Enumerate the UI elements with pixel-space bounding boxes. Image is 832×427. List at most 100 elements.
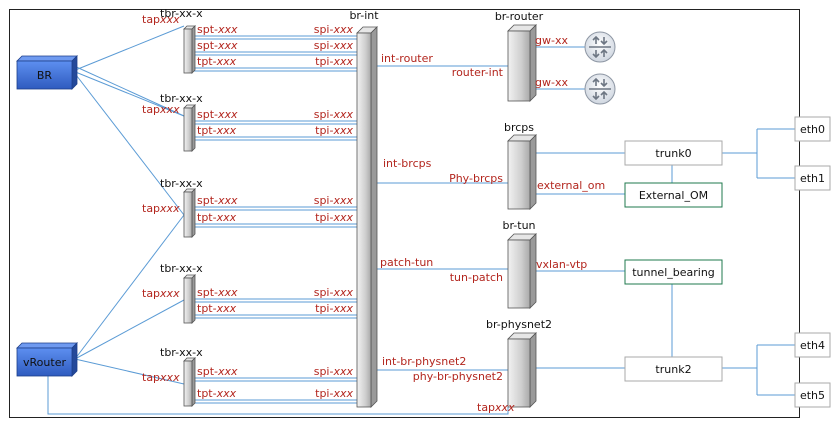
- br-node-side: [71, 55, 78, 90]
- router-icon-2-arrowhead-3: [600, 90, 608, 96]
- eth0-box-label: eth0: [800, 123, 825, 136]
- tbr0-left-port-2-prefix: tpt-: [197, 55, 217, 68]
- tbr2-right-port-1-prefix: tpi-: [315, 211, 333, 224]
- br-physnet2-bridge-front: [507, 338, 531, 408]
- tbr1-right-port-0-prefix: spi-: [314, 108, 334, 121]
- tbr-title-4: tbr-xx-x: [160, 346, 203, 359]
- tbr-tap-0-prefix: tap: [142, 13, 160, 26]
- tbr1-left-port-1-prefix: tpt-: [197, 124, 217, 137]
- tbr1-left-port-0: spt-xxx: [197, 108, 238, 121]
- tbr0-left-port-1-suffix: xxx: [217, 39, 238, 52]
- tbr1-right-port-1-prefix: tpi-: [315, 124, 333, 137]
- external-om-box[interactable]: [624, 182, 723, 208]
- tbr3-left-port-1: tpt-xxx: [197, 302, 237, 315]
- tbr0-right-port-2-suffix: xxx: [332, 55, 353, 68]
- br-node-front: [16, 60, 73, 90]
- label-int-br-physnet2: int-br-physnet2: [382, 355, 466, 368]
- br-to-tbr-0: [72, 25, 185, 72]
- router-icon-1: [584, 31, 616, 63]
- tbr3-right-port-0-prefix: spi-: [314, 286, 334, 299]
- tbr2-left-port-1-prefix: tpt-: [197, 211, 217, 224]
- tbr2-right-port-0-suffix: xxx: [332, 194, 353, 207]
- tbr-bridge-2: [183, 188, 196, 238]
- diagram-frame: [9, 9, 800, 418]
- br-physnet2-bridge-side: [529, 332, 537, 408]
- tbr-tap-4-prefix: tap: [142, 371, 160, 384]
- label-phy-br-physnet2: phy-br-physnet2: [413, 370, 503, 383]
- tbr1-left-port-0-suffix: xxx: [217, 108, 238, 121]
- tbr0-left-port-2: tpt-xxx: [197, 55, 237, 68]
- tbr2-left-port-1: tpt-xxx: [197, 211, 237, 224]
- tbr-tap-1: tapxxx: [142, 103, 180, 116]
- tbr-tap-1-suffix: xxx: [159, 103, 180, 116]
- eth5-box[interactable]: [794, 382, 831, 408]
- eth5-box-label: eth5: [800, 389, 825, 402]
- tbr3-right-port-1-suffix: xxx: [332, 302, 353, 315]
- tbr2-right-port-0-prefix: spi-: [314, 194, 334, 207]
- vrouter-to-tbr-3: [74, 299, 185, 360]
- label-bottom-tap: tapxxx: [477, 401, 515, 414]
- brcps-bridge: [507, 134, 537, 210]
- tbr-bridge-1-front: [183, 107, 193, 152]
- link-lines: [47, 25, 795, 415]
- tbr-tap-3-suffix: xxx: [159, 287, 180, 300]
- tbr-bridge-0-front: [183, 28, 193, 74]
- tbr-tap-3-prefix: tap: [142, 287, 160, 300]
- label-phy-brcps: Phy-brcps: [449, 172, 503, 185]
- label-bottom-tap-prefix: tap: [477, 401, 495, 414]
- tbr-tap-2: tapxxx: [142, 202, 180, 215]
- tbr1-right-port-1: tpi-xxx: [315, 124, 353, 137]
- eth4-box[interactable]: [794, 332, 831, 358]
- vrouter-to-tbr-4: [74, 358, 185, 385]
- tbr0-right-port-1-prefix: spi-: [314, 39, 334, 52]
- label-int-router: int-router: [381, 52, 433, 65]
- tbr-bridge-4-side: [191, 357, 196, 407]
- vrouter-node[interactable]: [16, 342, 78, 377]
- tbr4-right-port-0-prefix: spi-: [314, 365, 334, 378]
- eth4-box-label: eth4: [800, 339, 825, 352]
- br-node[interactable]: [16, 55, 78, 90]
- br-physnet2-bridge: [507, 332, 537, 408]
- tbr1-left-port-1-suffix: xxx: [216, 124, 237, 137]
- trunk0-box[interactable]: [624, 140, 723, 166]
- br-int-title: br-int: [349, 9, 379, 22]
- router-icon-1-arrowhead-1: [600, 40, 608, 46]
- tbr2-right-port-1: tpi-xxx: [315, 211, 353, 224]
- br-tun-title: br-tun: [502, 219, 535, 232]
- label-external-om-port: external_om: [537, 179, 605, 192]
- tbr2-right-port-1-suffix: xxx: [332, 211, 353, 224]
- tbr0-left-port-1-prefix: spt-: [197, 39, 218, 52]
- tbr3-right-port-1: tpi-xxx: [315, 302, 353, 315]
- vrouter-node-side: [71, 342, 78, 377]
- tbr4-right-port-1-prefix: tpi-: [315, 387, 333, 400]
- tbr0-right-port-1-suffix: xxx: [332, 39, 353, 52]
- tbr0-left-port-0: spt-xxx: [197, 23, 238, 36]
- label-int-brcps: int-brcps: [383, 157, 432, 170]
- tbr4-left-port-1-suffix: xxx: [216, 387, 237, 400]
- vrouter-node-label: vRouter: [23, 356, 66, 369]
- br-int-bridge: [356, 26, 378, 408]
- brcps-title: brcps: [504, 121, 534, 134]
- tbr2-left-port-0-prefix: spt-: [197, 194, 218, 207]
- eth0-box[interactable]: [794, 116, 831, 142]
- label-vxlan-vtp: vxlan-vtp: [536, 258, 587, 271]
- tbr0-right-port-2-prefix: tpi-: [315, 55, 333, 68]
- tbr1-right-port-1-suffix: xxx: [332, 124, 353, 137]
- tunnel-bearing-box[interactable]: [624, 259, 723, 285]
- label-bottom-tap-suffix: xxx: [494, 401, 515, 414]
- trunk2-box[interactable]: [624, 356, 723, 382]
- tbr2-left-port-1-suffix: xxx: [216, 211, 237, 224]
- tbr4-right-port-1: tpi-xxx: [315, 387, 353, 400]
- router-icon-2-arrowhead-0: [592, 77, 600, 83]
- eth1-box[interactable]: [794, 165, 831, 191]
- trunk0-box-label: trunk0: [655, 147, 691, 160]
- tbr-title-0: tbr-xx-x: [160, 7, 203, 20]
- tbr3-left-port-0-suffix: xxx: [217, 286, 238, 299]
- external-om-box-label: External_OM: [639, 189, 708, 202]
- tbr2-left-port-0-suffix: xxx: [217, 194, 238, 207]
- tbr3-right-port-0-suffix: xxx: [332, 286, 353, 299]
- tbr4-left-port-1: tpt-xxx: [197, 387, 237, 400]
- tbr0-right-port-0: spi-xxx: [314, 23, 354, 36]
- br-node-label: BR: [37, 69, 53, 82]
- tbr0-right-port-1: spi-xxx: [314, 39, 354, 52]
